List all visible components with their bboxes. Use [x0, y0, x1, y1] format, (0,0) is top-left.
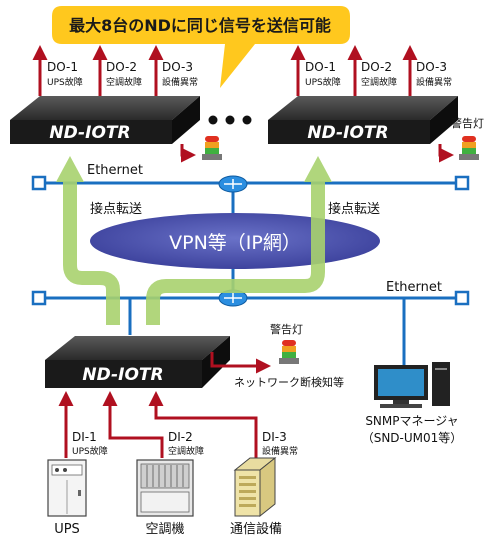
di-desc: UPS故障 — [72, 445, 108, 457]
do-labels-top-right: DO-1 UPS故障 DO-2 空調故障 DO-3 設備異常 — [305, 60, 452, 88]
router-icon-top — [218, 175, 248, 193]
warning-light-icon-top-right — [459, 136, 479, 160]
callout-text: 最大8台のNDに同じ信号を送信可能 — [69, 16, 331, 35]
warning-light-link-bottom — [210, 352, 271, 374]
do-name: DO-1 — [47, 60, 78, 74]
vpn-cloud: VPN等（IP網） — [90, 213, 380, 269]
di-name: DI-1 — [72, 430, 97, 444]
ellipsis-dots — [208, 115, 252, 125]
ups-cabinet-icon — [47, 459, 87, 517]
network-detect-label: ネットワーク断検知等 — [234, 375, 344, 389]
do-outputs-top-left — [32, 45, 164, 96]
equipment-label-comm: 通信設備 — [230, 521, 282, 537]
do-name: DO-2 — [106, 60, 137, 74]
ethernet-label-bottom: Ethernet — [386, 280, 442, 295]
do-outputs-top-right — [290, 45, 418, 96]
device-label-bottom: ND-IOTR — [82, 365, 163, 385]
do-name: DO-1 — [305, 60, 336, 74]
di-labels: DI-1 UPS故障 DI-2 空調故障 DI-3 設備異常 — [72, 430, 298, 457]
snmp-manager-icon — [374, 362, 450, 408]
do-desc: UPS故障 — [305, 76, 341, 88]
do-name: DO-2 — [361, 60, 392, 74]
di-name: DI-3 — [262, 430, 287, 444]
transfer-label-right: 接点転送 — [328, 201, 380, 217]
do-desc: UPS故障 — [47, 76, 83, 88]
do-desc: 設備異常 — [162, 76, 198, 88]
snmp-label-line2: （SND-UM01等） — [362, 431, 463, 445]
do-desc: 設備異常 — [416, 76, 452, 88]
do-name: DO-3 — [416, 60, 447, 74]
do-desc: 空調故障 — [106, 76, 142, 88]
snmp-label-line1: SNMPマネージャ — [365, 414, 458, 428]
transfer-arrow-right — [146, 156, 332, 325]
warning-light-icon-top-left — [202, 136, 222, 160]
ethernet-line-top — [31, 175, 470, 191]
warning-light-icon-bottom — [279, 340, 299, 364]
vpn-label: VPN等（IP網） — [169, 232, 301, 254]
equipment-label-ac: 空調機 — [145, 522, 184, 537]
do-name: DO-3 — [162, 60, 193, 74]
di-desc: 空調故障 — [168, 445, 204, 457]
callout-bubble: 最大8台のNDに同じ信号を送信可能 — [52, 6, 350, 88]
air-conditioner-icon — [136, 459, 194, 517]
warning-light-link-top-left — [180, 144, 196, 163]
equipment-label-ups: UPS — [54, 522, 80, 537]
communication-equipment-icon — [233, 456, 277, 518]
ethernet-label-top: Ethernet — [87, 163, 143, 178]
di-inputs — [58, 391, 258, 458]
warning-light-label-top: 警告灯 — [451, 116, 484, 130]
warning-light-link-top-right — [438, 144, 454, 163]
do-labels-top-left: DO-1 UPS故障 DO-2 空調故障 DO-3 設備異常 — [47, 60, 198, 88]
nd-iotr-device-top-left: ND-IOTR — [10, 96, 200, 144]
transfer-arrow-left — [56, 156, 120, 325]
di-desc: 設備異常 — [262, 445, 298, 457]
di-name: DI-2 — [168, 430, 193, 444]
transfer-label-left: 接点転送 — [90, 201, 142, 217]
device-label-top-left: ND-IOTR — [49, 123, 130, 143]
warning-light-label-bottom: 警告灯 — [270, 322, 303, 336]
do-desc: 空調故障 — [361, 76, 397, 88]
nd-iotr-device-top-right: ND-IOTR — [268, 96, 458, 144]
nd-iotr-device-bottom: ND-IOTR — [45, 336, 230, 388]
device-label-top-right: ND-IOTR — [307, 123, 388, 143]
